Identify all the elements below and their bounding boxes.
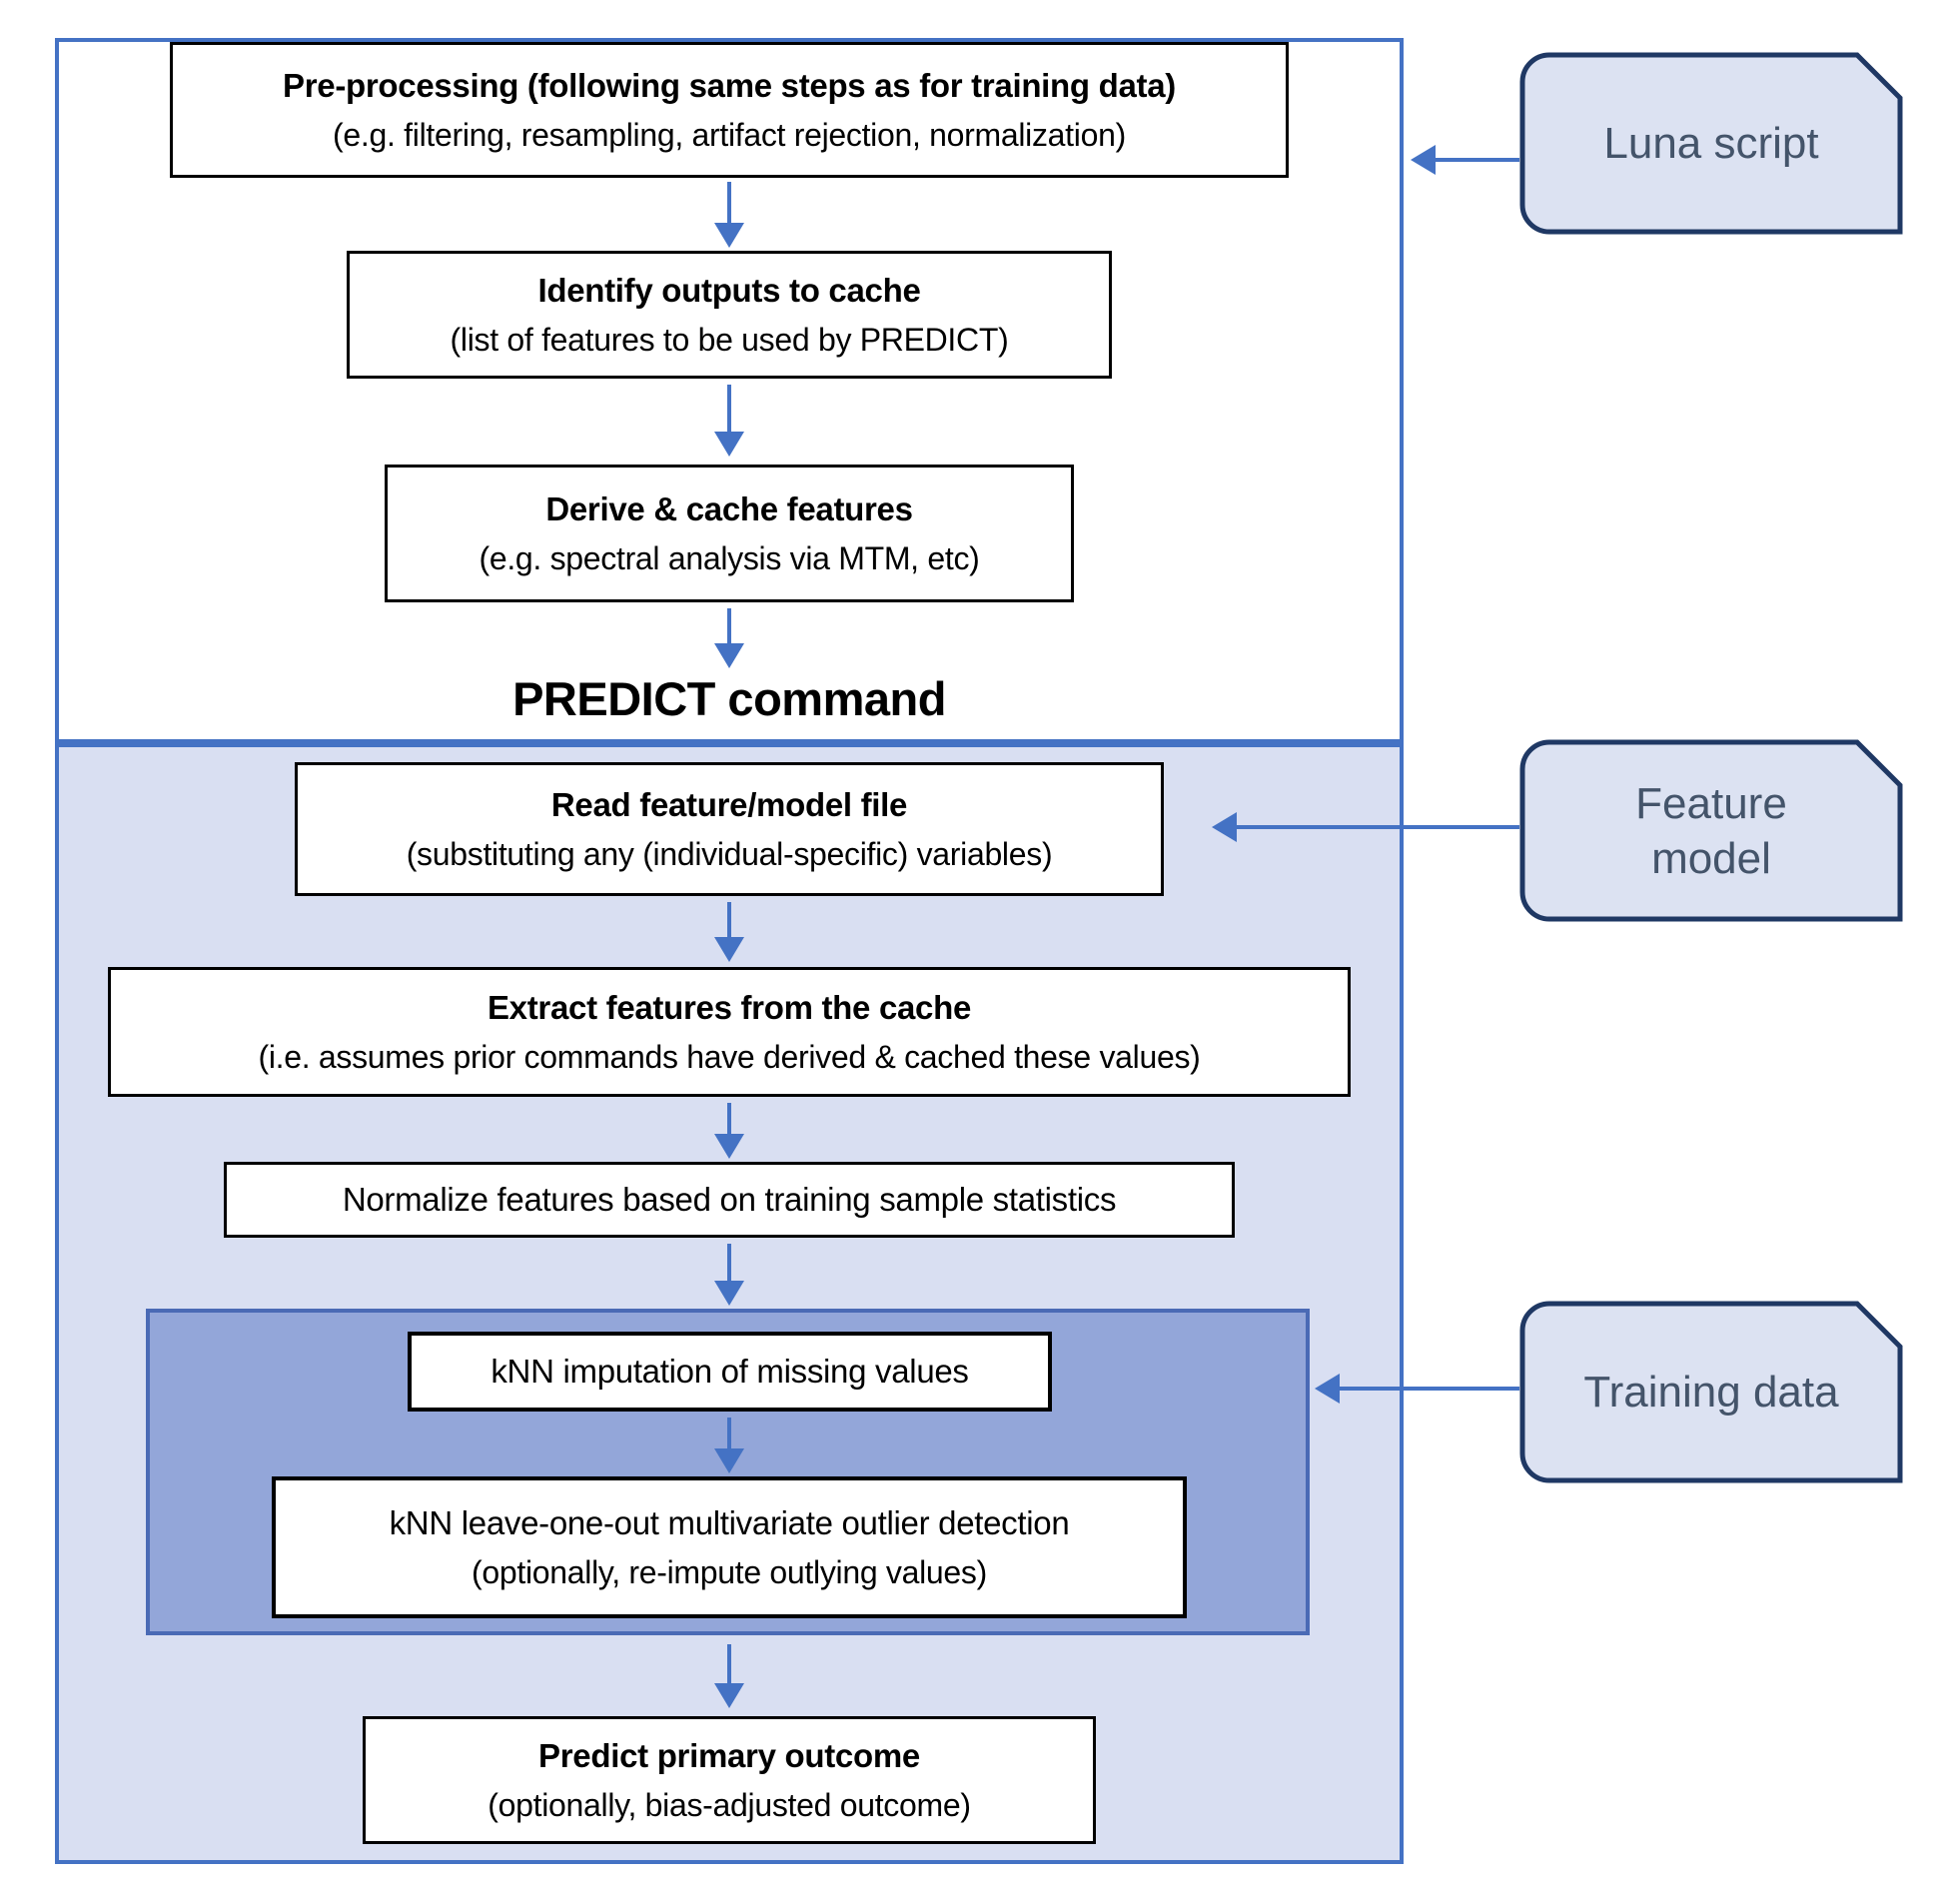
arrow-head-icon <box>1411 145 1436 175</box>
arrow-stem <box>727 385 731 434</box>
step-read-feature-model: Read feature/model file (substituting an… <box>295 762 1164 896</box>
step-normalize-features-title: Normalize features based on training sam… <box>342 1181 1117 1219</box>
annotation-luna-script: Luna script <box>1519 52 1903 235</box>
annotation-card-shape <box>1519 1301 1903 1483</box>
arrow-stem <box>727 1103 731 1136</box>
step-derive-cache-subtitle: (e.g. spectral analysis via MTM, etc) <box>479 539 980 576</box>
flow-arrow-down-3 <box>712 608 746 668</box>
arrow-stem <box>727 1644 731 1685</box>
arrow-stem <box>1434 158 1519 162</box>
arrow-head-icon <box>714 223 744 248</box>
step-read-feature-model-title: Read feature/model file <box>550 786 908 824</box>
step-predict-outcome: Predict primary outcome (optionally, bia… <box>363 1716 1096 1844</box>
step-preprocessing-title: Pre-processing (following same steps as … <box>283 67 1176 105</box>
annotation-feature-model: Feature model <box>1519 739 1903 922</box>
annotation-training-data: Training data <box>1519 1301 1903 1483</box>
arrow-stem <box>727 608 731 645</box>
annotation-arrow-training-data <box>1315 1374 1519 1404</box>
step-preprocessing-subtitle: (e.g. filtering, resampling, artifact re… <box>333 116 1126 153</box>
step-predict-outcome-title: Predict primary outcome <box>538 1737 920 1775</box>
arrow-head-icon <box>714 937 744 962</box>
arrow-head-icon <box>714 643 744 668</box>
flow-arrow-down-8 <box>712 1644 746 1708</box>
flow-arrow-down-5 <box>712 1103 746 1159</box>
step-derive-cache: Derive & cache features (e.g. spectral a… <box>385 465 1074 602</box>
step-knn-outlier-detection: kNN leave-one-out multivariate outlier d… <box>272 1476 1187 1618</box>
arrow-stem <box>727 1418 731 1450</box>
annotation-training-data-label: Training data <box>1583 1368 1839 1417</box>
arrow-stem <box>727 1244 731 1283</box>
step-knn-outlier-detection-subtitle: (optionally, re-impute outlying values) <box>472 1553 987 1590</box>
predict-command-label: PREDICT command <box>512 672 946 725</box>
flow-arrow-down-4 <box>712 902 746 962</box>
annotation-arrow-luna-script <box>1411 145 1519 175</box>
step-derive-cache-title: Derive & cache features <box>545 490 913 528</box>
step-knn-imputation: kNN imputation of missing values <box>408 1332 1052 1412</box>
arrow-stem <box>727 182 731 225</box>
arrow-stem <box>727 902 731 939</box>
arrow-head-icon <box>714 1448 744 1473</box>
arrow-head-icon <box>1212 812 1237 842</box>
arrow-head-icon <box>714 1683 744 1708</box>
flow-arrow-down-1 <box>712 182 746 248</box>
step-identify-outputs-title: Identify outputs to cache <box>537 272 921 310</box>
step-preprocessing: Pre-processing (following same steps as … <box>170 42 1289 178</box>
step-extract-features: Extract features from the cache (i.e. as… <box>108 967 1351 1097</box>
step-identify-outputs: Identify outputs to cache (list of featu… <box>347 251 1112 379</box>
arrow-head-icon <box>714 1134 744 1159</box>
flow-arrow-down-7 <box>712 1418 746 1473</box>
arrow-stem <box>1235 825 1519 829</box>
step-extract-features-subtitle: (i.e. assumes prior commands have derive… <box>258 1038 1201 1075</box>
flow-arrow-down-2 <box>712 385 746 457</box>
step-predict-outcome-subtitle: (optionally, bias-adjusted outcome) <box>488 1786 971 1823</box>
step-normalize-features: Normalize features based on training sam… <box>224 1162 1235 1238</box>
annotation-luna-script-label: Luna script <box>1603 119 1819 168</box>
arrow-head-icon <box>714 1281 744 1306</box>
arrow-stem <box>1338 1387 1519 1391</box>
step-identify-outputs-subtitle: (list of features to be used by PREDICT) <box>450 321 1009 358</box>
annotation-feature-model-label: Feature model <box>1635 778 1787 883</box>
step-extract-features-title: Extract features from the cache <box>487 989 972 1027</box>
flow-arrow-down-6 <box>712 1244 746 1306</box>
annotation-card-shape <box>1519 52 1903 235</box>
step-knn-imputation-title: kNN imputation of missing values <box>490 1353 969 1391</box>
annotation-card-shape <box>1519 739 1903 922</box>
arrow-head-icon <box>1315 1374 1340 1404</box>
arrow-head-icon <box>714 432 744 457</box>
step-read-feature-model-subtitle: (substituting any (individual-specific) … <box>406 835 1053 872</box>
step-knn-outlier-detection-title: kNN leave-one-out multivariate outlier d… <box>389 1504 1070 1542</box>
annotation-arrow-feature-model <box>1212 812 1519 842</box>
